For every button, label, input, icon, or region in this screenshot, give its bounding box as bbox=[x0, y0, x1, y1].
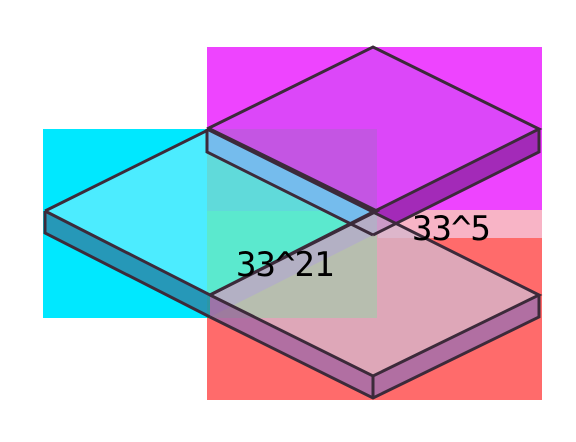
tile-outlines bbox=[43, 45, 543, 400]
tile-label-33-21: 33^21 bbox=[236, 245, 333, 285]
tile-label-33-5: 33^5 bbox=[412, 209, 490, 249]
